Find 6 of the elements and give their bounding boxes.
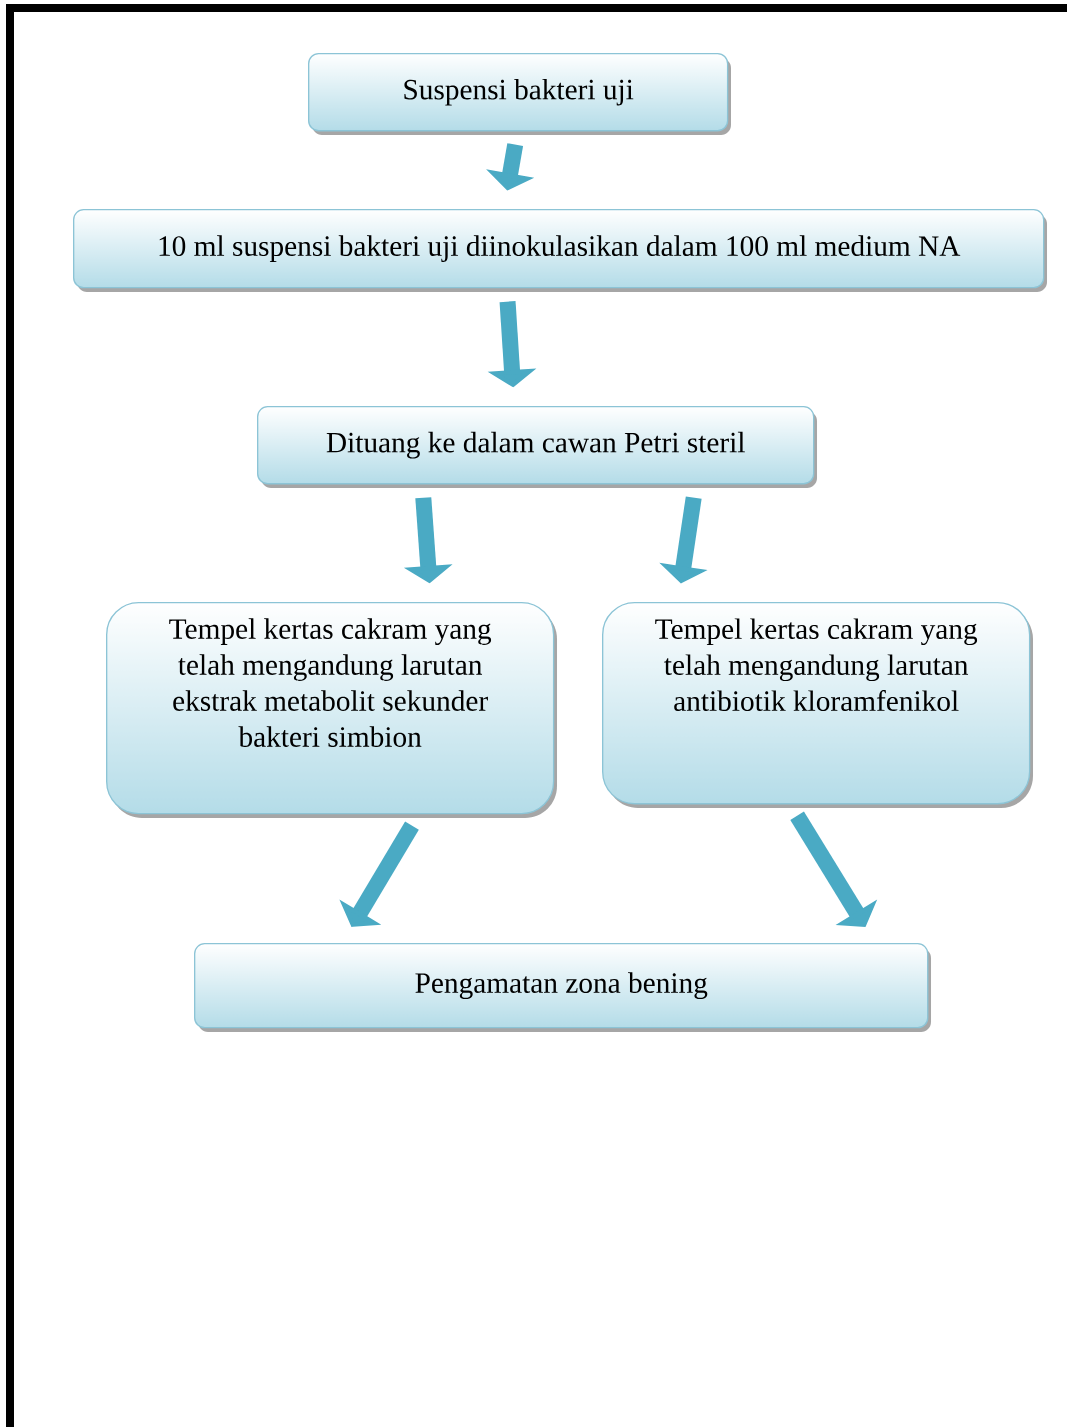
process-box: Dituang ke dalam cawan Petri steril xyxy=(257,406,817,488)
process-box: 10 ml suspensi bakteri uji diinokulasikan dalam 100 ml medium NA xyxy=(73,209,1047,292)
process-box: Pengamatan zona bening xyxy=(194,943,931,1032)
process-box: Tempel kertas cakram yang telah mengandung larutan ekstrak metabolit sekunder bakteri simbion xyxy=(106,602,557,818)
process-box: Suspensi bakteri uji xyxy=(308,53,731,135)
process-box: Tempel kertas cakram yang telah mengandung larutan antibiotik kloramfenikol xyxy=(602,602,1033,808)
